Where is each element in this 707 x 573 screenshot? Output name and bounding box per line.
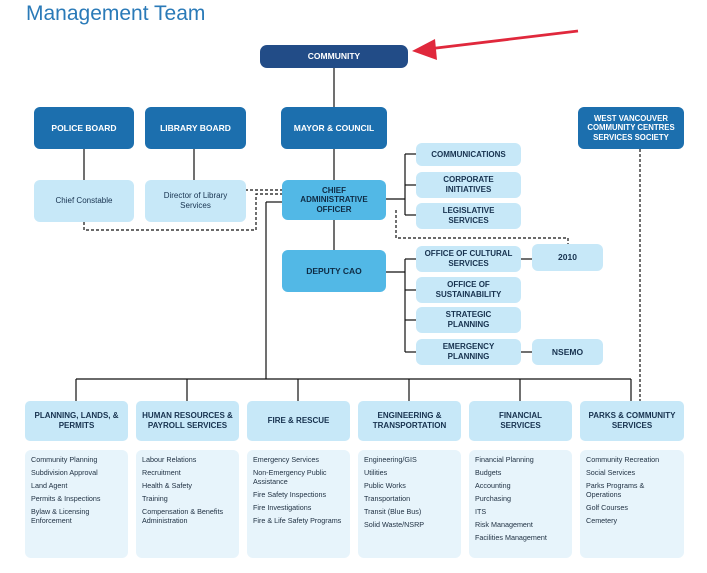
chief-constable-box: Chief Constable (34, 180, 134, 222)
list-item: Golf Courses (586, 503, 628, 512)
community-box: COMMUNITY (260, 45, 408, 68)
dept-human-resources-list: Labour Relations Recruitment Health & Sa… (136, 450, 239, 558)
list-item: Training (142, 494, 168, 503)
list-item: Parks Programs & Operations (586, 481, 645, 499)
list-item: Health & Safety (142, 481, 192, 490)
dept-planning: PLANNING, LANDS, & PERMITS (25, 401, 128, 441)
emergency-planning-box: EMERGENCY PLANNING (416, 339, 521, 365)
list-item: Transportation (364, 494, 411, 503)
dept-human-resources: HUMAN RESOURCES & PAYROLL SERVICES (136, 401, 239, 441)
list-item: Fire Safety Inspections (253, 490, 327, 499)
sustainability-box: OFFICE OF SUSTAINABILITY (416, 277, 521, 303)
list-item: Compensation & Benefits Administration (142, 507, 224, 525)
list-item: Recruitment (142, 468, 181, 477)
legislative-services-box: LEGISLATIVE SERVICES (416, 203, 521, 229)
list-item: ITS (475, 507, 487, 516)
cao-box: CHIEF ADMINISTRATIVE OFFICER (282, 180, 386, 220)
list-item: Financial Planning (475, 455, 534, 464)
dept-fire-rescue: FIRE & RESCUE (247, 401, 350, 441)
list-item: Purchasing (475, 494, 511, 503)
list-item: Risk Management (475, 520, 533, 529)
dept-planning-list: Community Planning Subdivision Approval … (25, 450, 128, 558)
page-title: Management Team (26, 2, 206, 25)
dept-financial-list: Financial Planning Budgets Accounting Pu… (469, 450, 572, 558)
list-item: Solid Waste/NSRP (364, 520, 425, 529)
dept-parks: PARKS & COMMUNITY SERVICES (580, 401, 684, 441)
corporate-initiatives-box: CORPORATE INITIATIVES (416, 172, 521, 198)
dept-parks-list: Community Recreation Social Services Par… (580, 450, 684, 558)
list-item: Emergency Services (253, 455, 319, 464)
deputy-cao-box: DEPUTY CAO (282, 250, 386, 292)
wvccs-box: WEST VANCOUVER COMMUNITY CENTRES SERVICE… (578, 107, 684, 149)
strategic-planning-box: STRATEGIC PLANNING (416, 307, 521, 333)
communications-box: COMMUNICATIONS (416, 143, 521, 166)
list-item: Subdivision Approval (31, 468, 98, 477)
list-item: Permits & Inspections (31, 494, 101, 503)
list-item: Fire & Life Safety Programs (253, 516, 342, 525)
dept-engineering: ENGINEERING & TRANSPORTATION (358, 401, 461, 441)
list-item: Accounting (475, 481, 511, 490)
list-item: Community Recreation (586, 455, 660, 464)
dept-financial: FINANCIAL SERVICES (469, 401, 572, 441)
nsemo-box: NSEMO (532, 339, 603, 365)
list-item: Community Planning (31, 455, 98, 464)
list-item: Non-Emergency Public Assistance (253, 468, 327, 486)
list-item: Utilities (364, 468, 388, 477)
list-item: Labour Relations (142, 455, 197, 464)
library-board-box: LIBRARY BOARD (145, 107, 246, 149)
list-item: Land Agent (31, 481, 68, 490)
list-item: Facilities Management (475, 533, 547, 542)
police-board-box: POLICE BOARD (34, 107, 134, 149)
list-item: Public Works (364, 481, 406, 490)
list-item: Transit (Blue Bus) (364, 507, 422, 516)
dept-engineering-list: Engineering/GIS Utilities Public Works T… (358, 450, 461, 558)
red-arrow-icon (412, 29, 579, 60)
list-item: Social Services (586, 468, 636, 477)
director-library-box: Director of Library Services (145, 180, 246, 222)
list-item: Engineering/GIS (364, 455, 417, 464)
list-item: Bylaw & Licensing Enforcement (31, 507, 90, 525)
mayor-council-box: MAYOR & COUNCIL (281, 107, 387, 149)
list-item: Fire Investigations (253, 503, 312, 512)
list-item: Budgets (475, 468, 502, 477)
y2010-box: 2010 (532, 244, 603, 271)
cultural-services-box: OFFICE OF CULTURAL SERVICES (416, 246, 521, 272)
list-item: Cemetery (586, 516, 618, 525)
dept-fire-rescue-list: Emergency Services Non-Emergency Public … (247, 450, 350, 558)
